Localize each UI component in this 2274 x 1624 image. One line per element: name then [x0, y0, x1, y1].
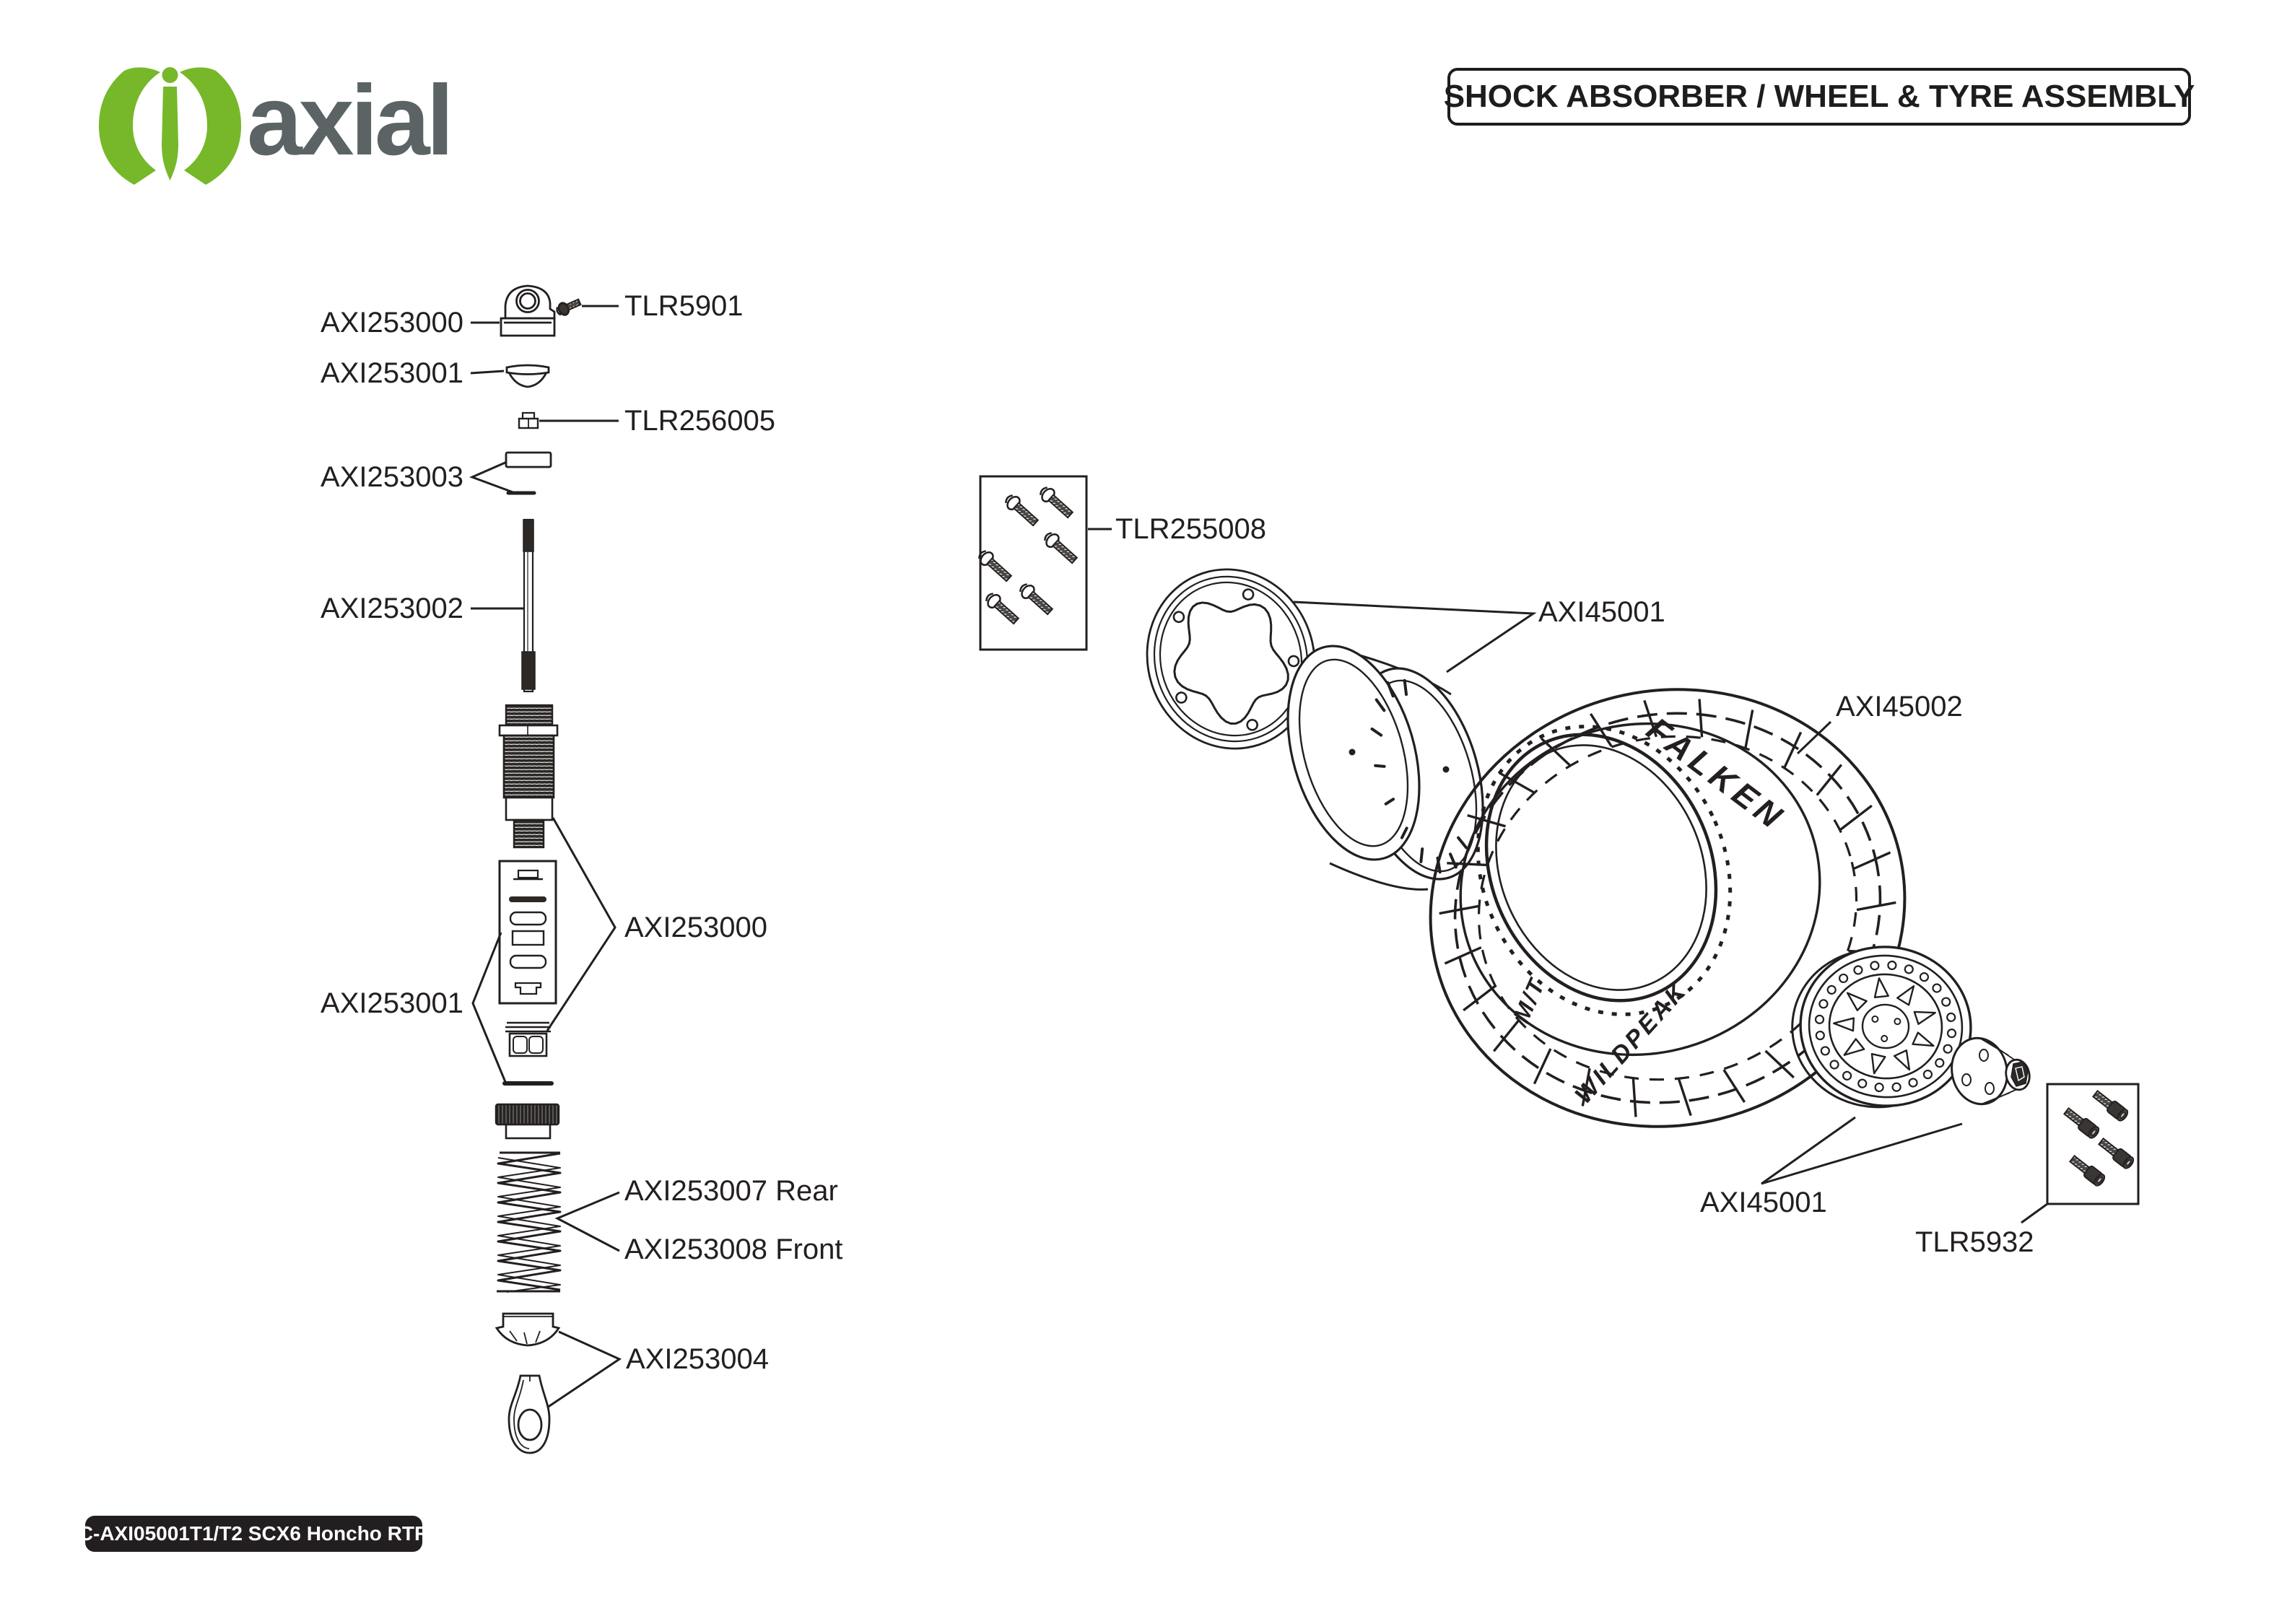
screw-box-tlr5932: [2046, 1083, 2140, 1205]
footer-kit-badge: C-AXI05001T1/T2 SCX6 Honcho RTR: [79, 1516, 429, 1552]
wheel-hub-drawing: [1951, 1036, 2031, 1106]
shock-internals-drawing: [498, 860, 557, 1005]
part-label-axi253007: AXI253007 Rear: [624, 1175, 838, 1207]
part-label-axi253001-top: AXI253001: [321, 357, 463, 389]
tlr5901-screw-drawing: [556, 298, 582, 316]
leader-lines: [469, 305, 2048, 1409]
page-title-box: SHOCK ABSORBER / WHEEL & TYRE ASSEMBLY: [1444, 68, 2195, 126]
tire-brand-text: FALKEN: [1640, 710, 1793, 838]
shock-cap-drawing: [500, 284, 556, 337]
shock-cartridge-drawing: [505, 1021, 551, 1057]
part-label-tlr255008: TLR255008: [1115, 513, 1267, 545]
spring-cup-washer-drawing: [505, 364, 550, 388]
rod-end-drawing: [507, 1374, 551, 1454]
axial-logo-text: axial: [247, 65, 454, 176]
shock-body-drawing: [498, 704, 559, 849]
page-title: SHOCK ABSORBER / WHEEL & TYRE ASSEMBLY: [1443, 79, 2195, 114]
part-label-axi253008: AXI253008 Front: [624, 1234, 843, 1265]
tire-type-text: M/T: [1507, 974, 1550, 1026]
shock-shaft-drawing: [521, 518, 536, 693]
part-label-tlr5901: TLR5901: [624, 290, 744, 322]
screw-box-tlr255008: [975, 475, 1088, 651]
adjuster-collar-drawing: [495, 1103, 560, 1140]
spring-retainer-drawing: [495, 1312, 561, 1347]
axial-logo-icon: [98, 67, 242, 185]
part-label-axi253003: AXI253003: [321, 461, 463, 493]
beadlock-ring-front-drawing: [1146, 568, 1316, 750]
part-label-axi253000-top: AXI253000: [321, 307, 463, 339]
tlr256005-nut-drawing: [518, 411, 539, 429]
beadlock-ring-rear-drawing: [1791, 946, 1972, 1109]
part-label-axi45001-bot: AXI45001: [1700, 1187, 1827, 1218]
part-label-axi253004: AXI253004: [626, 1343, 769, 1375]
spring-drawing: [497, 1151, 562, 1293]
part-label-tlr256005: TLR256005: [624, 405, 776, 437]
part-label-axi253002: AXI253002: [321, 593, 463, 624]
axi253003-spacer-drawing: [505, 451, 552, 495]
part-label-axi253001-int: AXI253001: [321, 987, 463, 1019]
part-label-axi45002: AXI45002: [1836, 691, 1963, 722]
wheel-barrel-drawing: [1286, 645, 1484, 891]
part-label-tlr5932: TLR5932: [1915, 1226, 2034, 1258]
part-label-axi45001-top: AXI45001: [1538, 596, 1665, 628]
part-label-axi253000-body: AXI253000: [624, 912, 767, 943]
footer-kit-badge-text: C-AXI05001T1/T2 SCX6 Honcho RTR: [78, 1522, 430, 1545]
